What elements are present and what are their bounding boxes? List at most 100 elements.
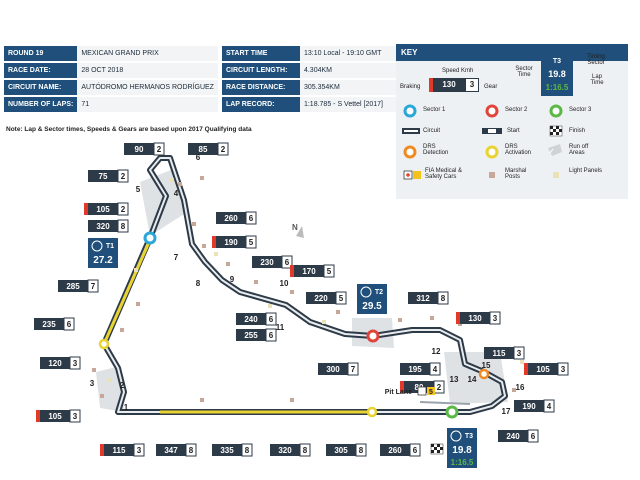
svg-text:6: 6 [269,315,274,324]
svg-text:8: 8 [359,446,364,455]
corner-number: 2 [120,381,125,390]
svg-text:19.8: 19.8 [452,445,472,456]
drs-activation-marker [366,406,378,418]
key-speed-label: Speed Kmh [442,68,474,74]
svg-text:285: 285 [66,282,80,291]
svg-text:6: 6 [531,432,536,441]
speed-gear-label: 320 8 [88,219,129,233]
key-circuit-label: Circuit [423,128,441,134]
svg-text:130: 130 [468,314,482,323]
key-lap-time-label: Lap Time [590,74,604,86]
north-arrow-icon [296,226,304,238]
key-timing-sector-label: Timing Sector [587,54,605,66]
lap-record-value: 1:18.785 - S Vettel [2017] [299,97,416,112]
lap-record-label: LAP RECORD: [221,97,300,112]
svg-text:260: 260 [388,446,402,455]
svg-text:305: 305 [334,446,348,455]
svg-text:6: 6 [413,446,418,455]
svg-text:8: 8 [121,222,126,231]
svg-text:85: 85 [199,145,208,154]
corner-number: 3 [90,379,95,388]
start-time-label: START TIME [221,46,300,61]
svg-text:335: 335 [220,446,234,455]
svg-text:8: 8 [245,446,250,455]
corner-number: 1 [124,403,129,412]
circuit-name-label: CIRCUIT NAME: [4,80,78,95]
svg-text:8: 8 [189,446,194,455]
corner-number: 16 [516,383,525,392]
svg-text:8: 8 [303,446,308,455]
svg-text:3: 3 [73,412,78,421]
corner-number: 8 [196,279,201,288]
svg-text:6: 6 [285,258,290,267]
svg-text:1:16.5: 1:16.5 [451,458,474,467]
corner-number: 15 [482,361,491,370]
marshal-posts [92,176,516,402]
svg-text:5: 5 [339,294,344,303]
circuit-name-value: AUTÓDROMO HERMANOS RODRÍGUEZ [77,80,218,95]
svg-text:29.5: 29.5 [362,301,382,312]
svg-text:300: 300 [326,365,340,374]
key-drs-activation-label: DRS Activation [505,144,532,156]
race-date-value: 28 OCT 2018 [77,63,218,78]
svg-text:4: 4 [547,402,552,411]
svg-text:6: 6 [67,320,72,329]
key-start-label: Start [507,128,520,134]
svg-text:90: 90 [135,145,144,154]
svg-text:320: 320 [96,222,110,231]
svg-text:6: 6 [269,331,274,340]
round-label: ROUND 19 [4,46,78,61]
svg-text:240: 240 [244,315,258,324]
key-panel: KEY Speed Kmh Braking 130 3 Gear Sector … [396,44,628,199]
corner-number: 11 [276,323,285,332]
key-sector3-label: Sector 3 [569,107,592,113]
circuit-length-label: CIRCUIT LENGTH: [221,63,300,78]
speed-gear-label: 305 8 [326,443,367,457]
svg-text:3: 3 [137,446,142,455]
pit-lane-label: Pit Lane [385,389,412,396]
corner-number: 17 [502,407,511,416]
svg-text:5: 5 [429,389,433,396]
svg-text:195: 195 [408,365,422,374]
speed-gear-label: 260 6 [380,443,421,457]
speed-gear-label: 90 2 [124,142,165,156]
corner-number: 7 [174,253,179,262]
speed-gear-label: 335 8 [212,443,253,457]
corner-number: 12 [432,347,441,356]
corner-number: 4 [174,189,179,198]
speed-gear-label: 240 6 [236,312,277,326]
svg-text:5: 5 [249,238,254,247]
svg-text:312: 312 [416,294,430,303]
drs-detection-marker [478,368,490,380]
svg-text:347: 347 [164,446,178,455]
svg-text:2: 2 [121,172,126,181]
key-sector-badge: T3 19.8 1:16.5 [541,54,573,96]
timing-sector-marker [445,405,459,419]
key-sector-time: 19.8 [548,69,566,79]
circuit-track [101,155,508,415]
svg-text:2: 2 [157,145,162,154]
corner-number: 6 [196,153,201,162]
north-label: N [292,223,298,232]
drs-zone-back-straight [102,239,152,345]
runoff-areas [96,168,508,412]
key-marshal-label: Marshal Posts [505,168,527,180]
svg-text:105: 105 [96,205,110,214]
key-braking-label: Braking [400,84,421,90]
svg-text:27.2: 27.2 [93,255,113,266]
